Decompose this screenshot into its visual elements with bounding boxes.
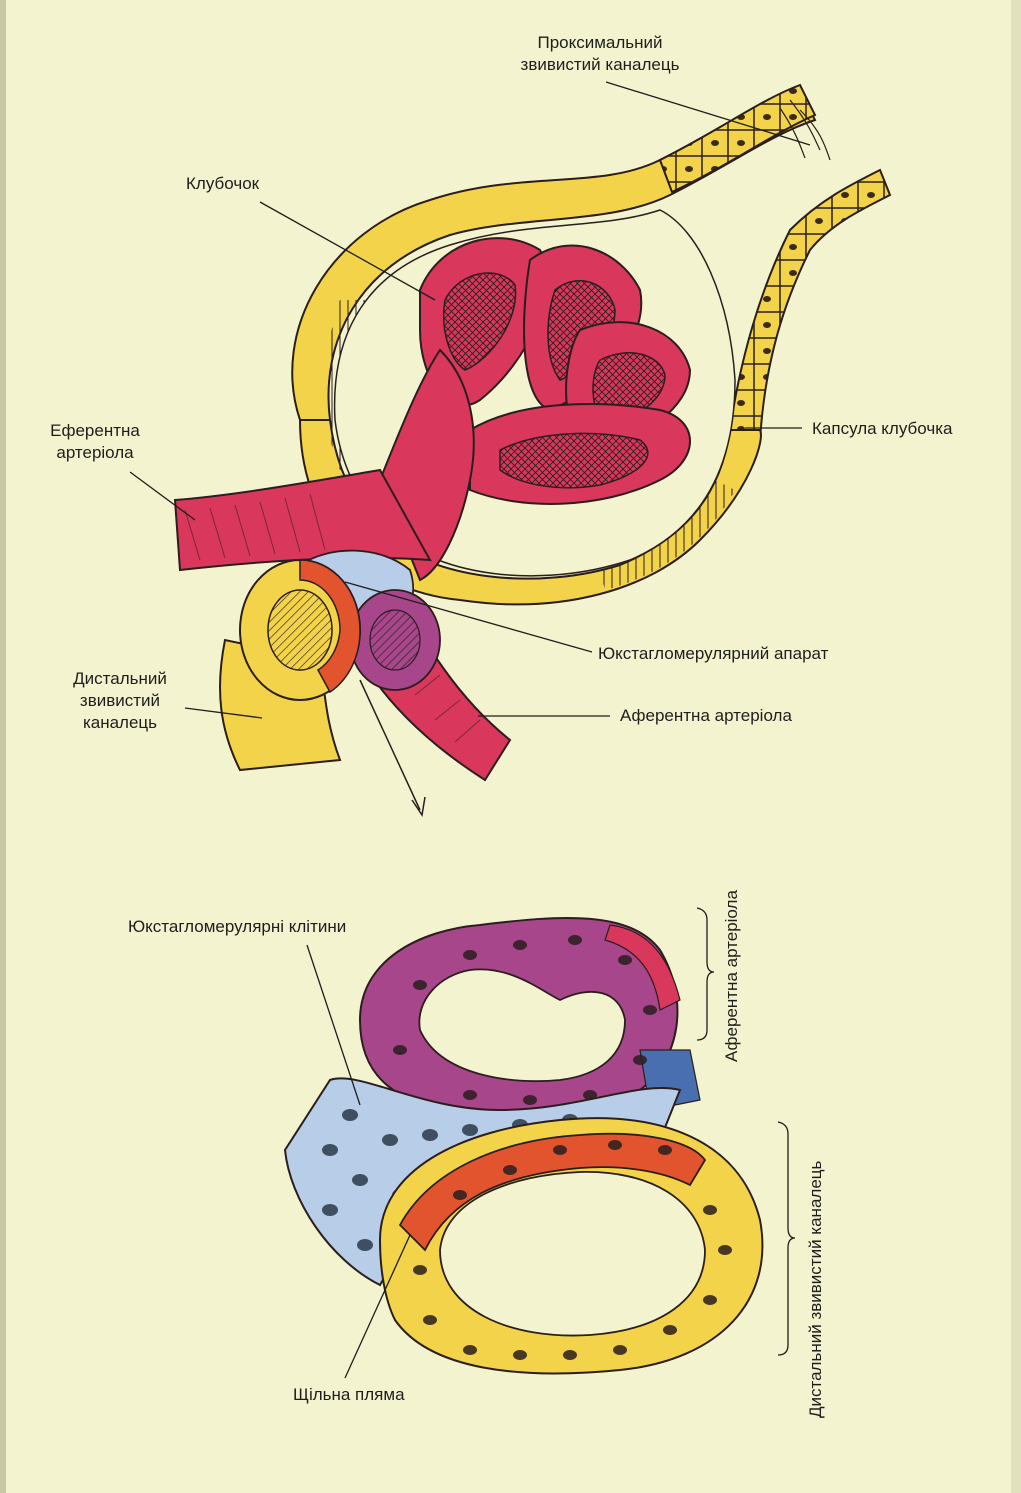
label-afferent-arteriole: Аферентна артеріола — [620, 705, 792, 727]
scan-edge-right — [1011, 0, 1021, 1493]
label-proximal-tubule: Проксимальний звивистий каналець — [500, 32, 700, 76]
label-glomerulus: Клубочок — [186, 173, 259, 195]
label-efferent-line2: артеріола — [30, 442, 160, 464]
label-efferent-line1: Еферентна — [30, 420, 160, 442]
proximal-tubule-lower — [730, 170, 890, 440]
label-distal-line2: звивистий — [50, 690, 190, 712]
label-afferent-vertical: Аферентна артеріола — [722, 890, 742, 1062]
proximal-tubule-upper — [660, 85, 815, 192]
label-macula-densa: Щільна пляма — [293, 1384, 405, 1406]
label-distal-vertical: Дистальний звивистий каналець — [806, 1161, 826, 1418]
label-proximal-line2: звивистий каналець — [500, 54, 700, 76]
scan-edge-left — [0, 0, 6, 1493]
label-jg-apparatus: Юкстагломерулярний апарат — [598, 643, 828, 665]
detail-figure — [285, 918, 762, 1374]
label-capsule: Капсула клубочка — [812, 418, 952, 440]
label-efferent-arteriole: Еферентна артеріола — [30, 420, 160, 464]
label-distal-line1: Дистальний — [50, 668, 190, 690]
label-distal-tubule: Дистальний звивистий каналець — [50, 668, 190, 734]
label-jg-cells: Юкстагломерулярні клітини — [128, 916, 346, 938]
label-distal-line3: каналець — [50, 712, 190, 734]
label-proximal-line1: Проксимальний — [500, 32, 700, 54]
